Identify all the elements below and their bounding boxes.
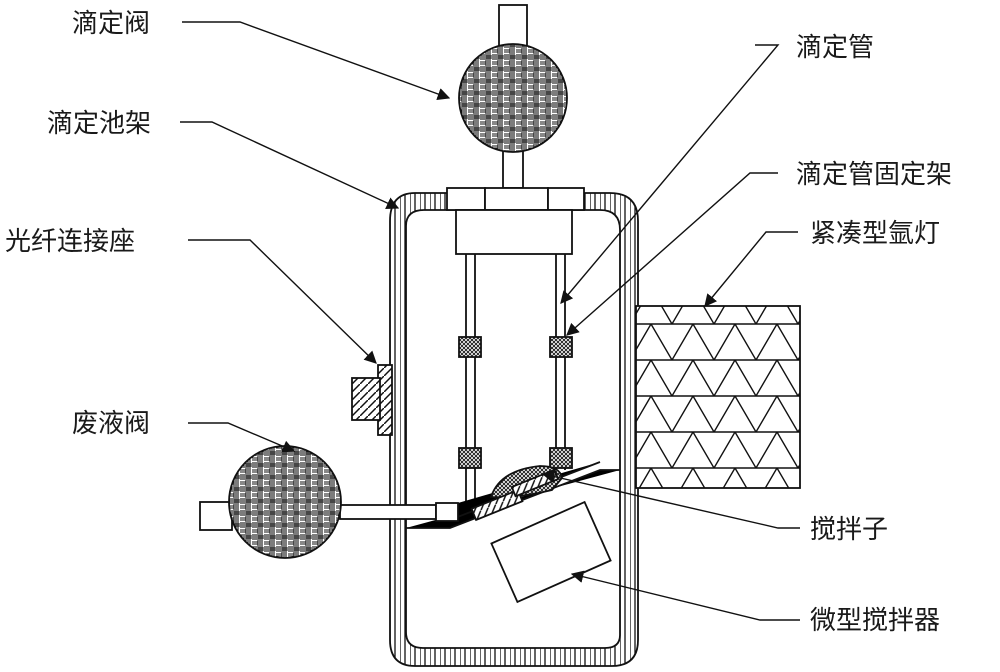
label-argon-lamp: 紧凑型氩灯: [810, 219, 940, 249]
label-burette-holder: 滴定管固定架: [796, 160, 952, 190]
burette-clamps: [458, 336, 573, 469]
label-cell-holder: 滴定池架: [47, 109, 151, 139]
label-micro-stirrer: 微型搅拌器: [810, 606, 940, 636]
burette-holder-block: [455, 209, 573, 255]
top-fittings: [446, 187, 585, 211]
micro-stirrer: [490, 500, 612, 604]
label-burette-valve: 滴定阀: [72, 9, 150, 39]
waste-pipe: [199, 501, 459, 531]
label-burette: 滴定管: [796, 33, 874, 63]
label-waste-valve: 废液阀: [72, 409, 150, 439]
burette-valve: [458, 43, 568, 153]
leader-lines: [180, 21, 800, 621]
fiber-connector: [351, 364, 393, 436]
argon-lamp: [635, 305, 801, 489]
label-stir-bar: 搅拌子: [810, 515, 888, 545]
burette-valve-stem: [498, 4, 528, 189]
waste-valve: [228, 445, 342, 559]
label-fiber-connector: 光纤连接座: [5, 227, 135, 257]
